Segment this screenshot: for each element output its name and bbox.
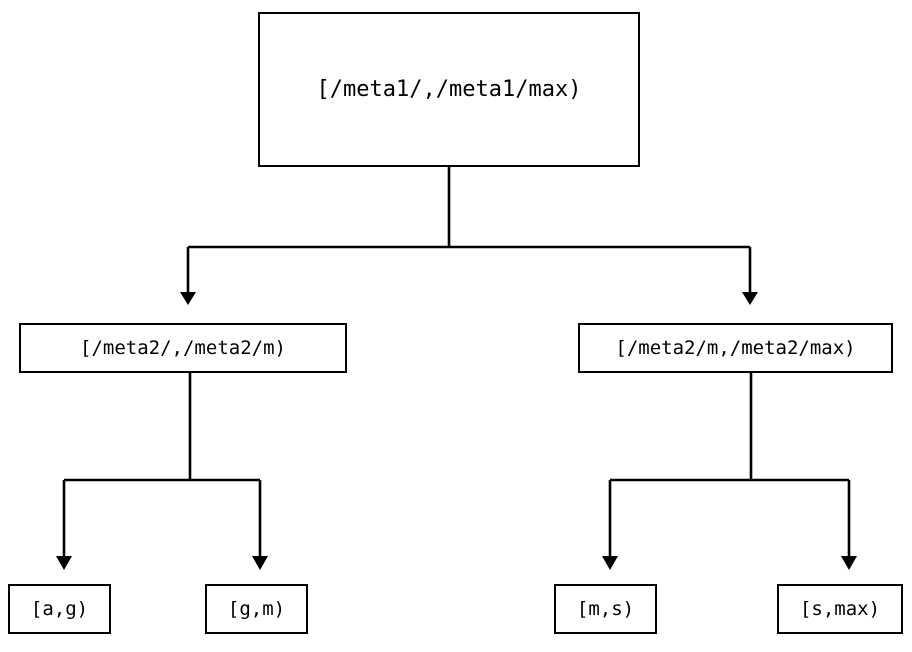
node-mid-right-label: [/meta2/m,/meta2/max) <box>615 336 856 359</box>
node-mid-left[interactable]: [/meta2/,/meta2/m) <box>19 323 347 373</box>
node-leaf-g-m[interactable]: [g,m) <box>205 584 308 634</box>
node-leaf-m-s[interactable]: [m,s) <box>554 584 657 634</box>
arrowhead-mid-right-to-leaf-3 <box>841 556 857 570</box>
arrowhead-mid-left-to-leaf-0 <box>56 556 72 570</box>
node-leaf-a-g[interactable]: [a,g) <box>8 584 111 634</box>
node-mid-left-label: [/meta2/,/meta2/m) <box>80 336 286 359</box>
node-root[interactable]: [/meta1/,/meta1/max) <box>258 12 640 167</box>
arrowhead-root-to-mid-left <box>180 292 196 305</box>
arrowhead-mid-left-to-leaf-1 <box>252 556 268 570</box>
arrowhead-root-to-mid-right <box>742 292 758 305</box>
node-leaf-s-max-label: [s,max) <box>799 597 881 620</box>
node-leaf-g-m-label: [g,m) <box>227 597 286 620</box>
node-leaf-s-max[interactable]: [s,max) <box>777 584 903 634</box>
arrowhead-mid-right-to-leaf-2 <box>602 556 618 570</box>
node-root-label: [/meta1/,/meta1/max) <box>316 76 582 102</box>
node-leaf-a-g-label: [a,g) <box>30 597 89 620</box>
node-leaf-m-s-label: [m,s) <box>576 597 635 620</box>
node-mid-right[interactable]: [/meta2/m,/meta2/max) <box>578 323 893 373</box>
